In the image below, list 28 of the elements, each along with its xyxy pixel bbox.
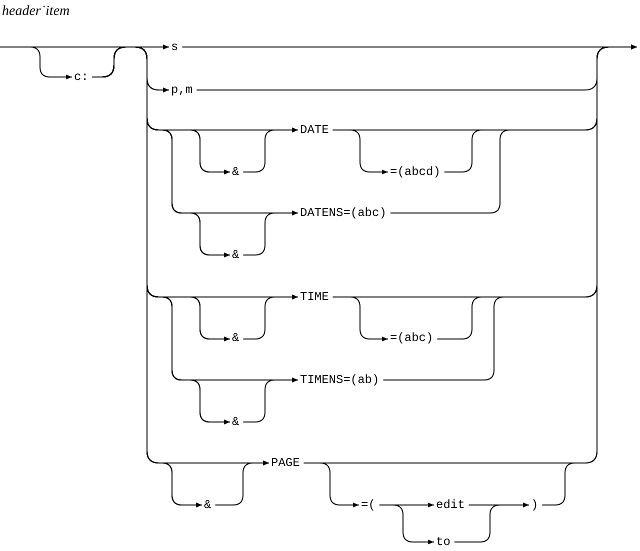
syntax-keyword: )	[531, 498, 538, 512]
syntax-keyword: p,m	[171, 83, 193, 97]
syntax-keyword: &	[232, 248, 240, 262]
syntax-keyword: &	[204, 498, 212, 512]
arrow	[214, 460, 270, 506]
diagram-title: header˙item	[2, 4, 70, 20]
syntax-keyword: TIMENS=(ab)	[300, 373, 380, 387]
syntax-keyword: s	[171, 40, 178, 54]
syntax-keyword: PAGE	[271, 456, 300, 470]
syntax-keyword: to	[436, 535, 450, 549]
syntax-keyword: &	[232, 165, 240, 179]
arrow	[242, 294, 298, 340]
syntax-keyword: =(abcd)	[390, 165, 440, 179]
arrow	[378, 504, 434, 544]
arrow	[542, 44, 638, 506]
syntax-keyword: c:	[74, 70, 88, 84]
syntax-keyword: DATE	[300, 123, 329, 137]
arrow	[242, 378, 298, 422]
syntax-keyword: &	[232, 415, 240, 429]
syntax-keyword: TIME	[300, 290, 329, 304]
arrow	[242, 210, 298, 256]
syntax-keyword: =(abc)	[390, 331, 434, 345]
syntax-keyword: DATENS=(abc)	[300, 206, 386, 220]
arrow	[242, 128, 298, 172]
syntax-keyword: edit	[436, 498, 465, 512]
syntax-keyword: =(	[361, 498, 376, 512]
arrow	[454, 502, 530, 542]
syntax-keyword: &	[232, 331, 240, 345]
